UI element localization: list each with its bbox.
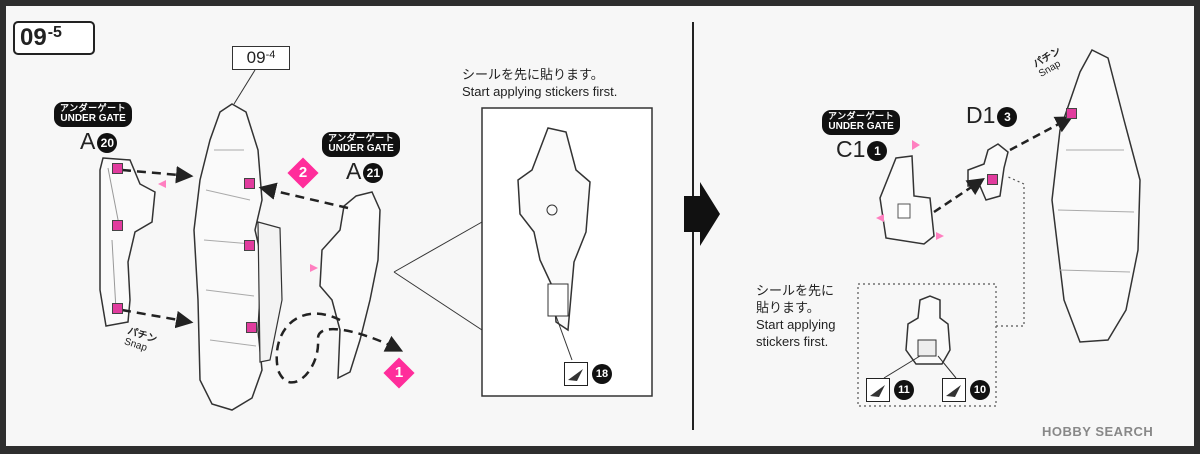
step-number: 09-5: [20, 24, 62, 51]
connector-mark: [112, 303, 123, 314]
order-marker-1: 1: [383, 357, 415, 389]
order-marker-2: 2: [287, 157, 319, 189]
watermark: HOBBY SEARCH: [1042, 424, 1154, 439]
connector-mark: [246, 322, 257, 333]
connector-mark: [244, 178, 255, 189]
connector-mark: [1066, 108, 1077, 119]
sticker-note: シールを先に貼ります。Start applying stickers first…: [462, 67, 618, 99]
sticker-icon: [564, 362, 588, 386]
sticker-icon: [866, 378, 890, 402]
sticker-number: 18: [592, 364, 612, 384]
connector-mark: [112, 163, 123, 174]
connector-mark: [987, 174, 998, 185]
sticker-icon: [942, 378, 966, 402]
sticker-number: 10: [970, 380, 990, 400]
connector-mark: [244, 240, 255, 251]
connector-mark: [112, 220, 123, 231]
sticker-number: 11: [894, 380, 914, 400]
step-badge: [13, 21, 95, 55]
sticker-part-drawing-right: [905, 295, 951, 365]
part-c1-drawing: [879, 155, 935, 245]
part-a21-drawing: [319, 191, 381, 380]
reference-step-box: 09-4: [232, 46, 290, 70]
assembled-arm-drawing: [1051, 49, 1141, 343]
next-step-arrow-icon: [684, 182, 720, 246]
sticker-part-drawing: [517, 127, 591, 332]
